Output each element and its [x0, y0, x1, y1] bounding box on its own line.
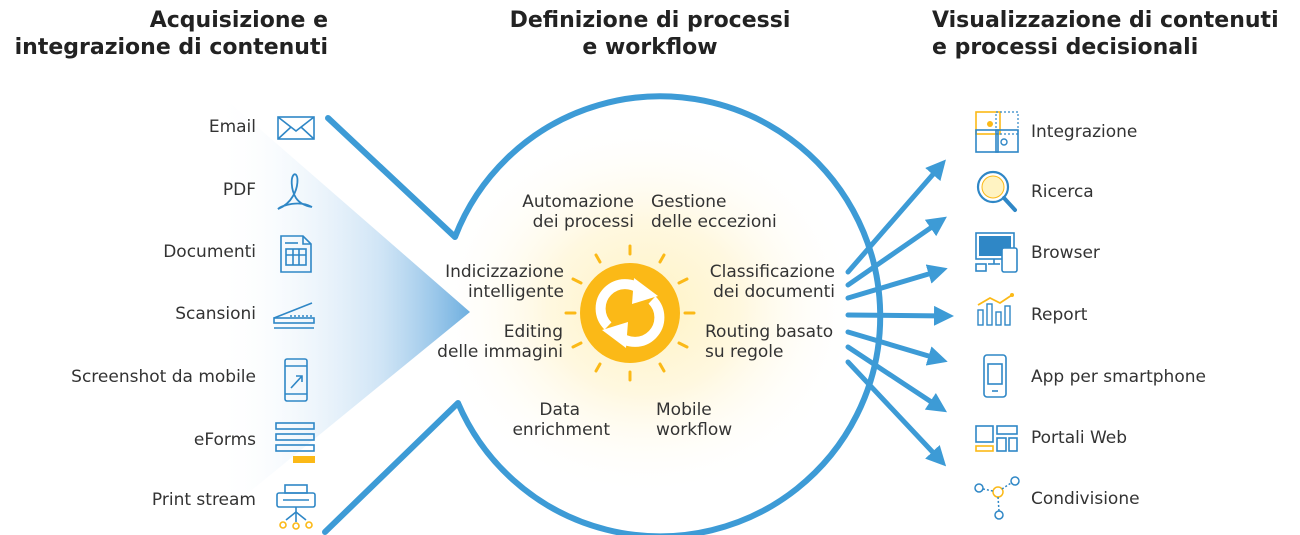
input-label-email: Email	[208, 117, 256, 137]
input-label-eforms: eForms	[193, 430, 256, 450]
process-editing: Editing delle immagini	[437, 322, 563, 362]
output-label-browser: Browser	[1031, 243, 1100, 263]
process-classificazione: Classificazione dei documenti	[710, 262, 835, 302]
column-title-processes: Definizione di processi e workflow	[490, 7, 810, 61]
pdf-icon	[277, 173, 313, 210]
process-circle	[452, 93, 884, 535]
process-line: dei processi	[532, 212, 634, 232]
output-arrow	[845, 359, 947, 467]
magnifier-icon	[976, 170, 1017, 212]
process-line: intelligente	[468, 282, 564, 302]
input-funnel	[215, 90, 470, 520]
input-line-bottom	[322, 400, 461, 535]
web-portal-icon	[975, 425, 1018, 452]
column-title-visualization: Visualizzazione di contenuti e processi …	[932, 7, 1279, 61]
process-line: Automazione	[522, 192, 634, 212]
input-label-print-stream: Print stream	[151, 490, 256, 510]
process-line: dei documenti	[713, 282, 835, 302]
process-line: Editing	[503, 322, 563, 342]
sync-sun	[564, 244, 696, 382]
smartphone-icon	[983, 354, 1007, 398]
process-line: enrichment	[512, 420, 610, 440]
process-mobile-workflow: Mobile workflow	[656, 400, 732, 440]
eform-icon	[275, 422, 315, 463]
title-line: integrazione di contenuti	[14, 35, 328, 60]
output-label-portali: Portali Web	[1031, 428, 1128, 448]
input-label-pdf: PDF	[222, 180, 256, 200]
process-gestione: Gestione delle eccezioni	[651, 192, 777, 232]
scanner-icon	[273, 302, 315, 329]
monitor-icon	[975, 232, 1018, 273]
process-line: Data	[539, 400, 580, 420]
process-line: su regole	[705, 342, 784, 362]
process-line: Indicizzazione	[445, 262, 564, 282]
bar-chart-icon	[977, 293, 1014, 326]
input-label-screenshot: Screenshot da mobile	[71, 367, 256, 387]
output-arrow	[845, 264, 948, 301]
output-arrow	[845, 159, 946, 275]
process-automazione: Automazione dei processi	[522, 192, 634, 232]
process-line: Gestione	[651, 192, 727, 212]
process-data-enrichment: Data enrichment	[512, 400, 610, 440]
output-arrow	[845, 216, 947, 288]
puzzle-icon	[975, 111, 1019, 153]
process-line: workflow	[656, 420, 733, 440]
output-arrows	[845, 159, 954, 467]
output-label-report: Report	[1031, 305, 1088, 325]
process-line: delle eccezioni	[651, 212, 777, 232]
input-label-scansioni: Scansioni	[175, 304, 256, 324]
process-line: Routing basato	[705, 322, 834, 342]
output-arrow	[845, 305, 954, 326]
output-arrow	[845, 344, 948, 413]
column-title-acquisition: Acquisizione e integrazione di contenuti	[15, 7, 328, 61]
share-network-icon	[974, 476, 1020, 520]
output-label-integrazione: Integrazione	[1031, 122, 1138, 142]
envelope-icon	[277, 116, 315, 140]
input-label-documenti: Documenti	[163, 242, 256, 262]
output-label-app: App per smartphone	[1031, 367, 1206, 387]
document-icon	[280, 235, 312, 273]
title-line: e workflow	[582, 35, 718, 60]
sun-disc	[580, 263, 680, 363]
output-label-condivisione: Condivisione	[1031, 489, 1140, 509]
process-routing: Routing basato su regole	[705, 322, 833, 362]
input-line-top	[325, 115, 458, 240]
process-indicizzazione: Indicizzazione intelligente	[445, 262, 564, 302]
process-line: delle immagini	[437, 342, 563, 362]
title-line: e processi decisionali	[932, 35, 1199, 60]
printer-icon	[276, 484, 316, 530]
process-line: Mobile	[656, 400, 712, 420]
process-line: Classificazione	[709, 262, 835, 282]
title-line: Visualizzazione di contenuti	[932, 8, 1279, 33]
title-line: Acquisizione e	[149, 8, 328, 33]
title-line: Definizione di processi	[509, 8, 791, 33]
output-arrow	[845, 329, 948, 366]
output-label-ricerca: Ricerca	[1031, 182, 1094, 202]
mobile-screenshot-icon	[284, 358, 308, 402]
